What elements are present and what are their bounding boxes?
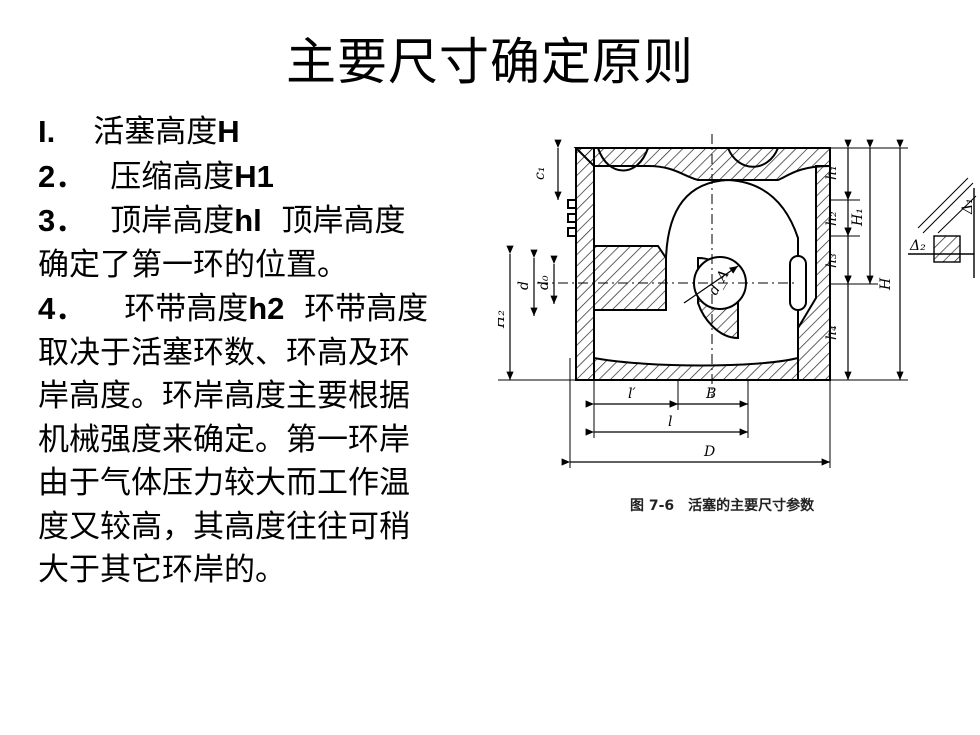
item-continuation: 取决于活塞环数、环高及环 xyxy=(38,334,410,371)
item-text: 压缩高度 xyxy=(110,158,235,195)
label-l-prime: l′ xyxy=(628,386,636,402)
figure-caption-text: 活塞的主要尺寸参数 xyxy=(688,498,815,514)
item-symbol: H1 xyxy=(234,158,274,194)
item-text: 环带高度 xyxy=(124,291,249,327)
label-delta1: Δ₁ xyxy=(960,198,976,215)
item-text-after: 环带高度 xyxy=(304,291,429,327)
dimension-lines xyxy=(506,139,904,466)
label-H2: H₂ xyxy=(498,310,508,329)
top-arches xyxy=(597,147,779,172)
label-h4: h₄ xyxy=(824,325,840,340)
label-c1: c₁ xyxy=(532,167,548,180)
item-continuation: 度又较高，其高度往往可稍 xyxy=(38,508,410,545)
piston-body xyxy=(567,147,831,381)
item-number: 4． xyxy=(38,291,87,326)
left-wall xyxy=(575,147,667,381)
item-3: 3．顶岸高度hl 顶岸高度 xyxy=(38,199,508,244)
piston-diagram: c₁ h₁ h₂ H₁ h₃ H h₄ H₂ d d₀ d_A l′ B l D… xyxy=(498,134,977,468)
crown xyxy=(573,147,831,181)
extension-lines xyxy=(498,147,908,468)
item-number: 3． xyxy=(38,203,87,238)
item-continuation: 确定了第一环的位置。 xyxy=(38,246,348,283)
item-number: I. xyxy=(38,114,56,149)
figure-number: 图 7-6 xyxy=(630,498,675,514)
item-continuation: 岸高度。环岸高度主要根据 xyxy=(38,378,410,414)
item-symbol: H xyxy=(217,114,240,149)
figure-caption: 图 7-6 活塞的主要尺寸参数 xyxy=(630,495,814,515)
ring-grooves xyxy=(567,199,576,237)
item-symbol: hl xyxy=(234,203,262,238)
item-1: I. 活塞高度H xyxy=(38,110,508,155)
label-d: d xyxy=(516,281,532,290)
label-B: B xyxy=(705,386,716,402)
label-D: D xyxy=(703,444,715,460)
label-h1: h₁ xyxy=(824,165,840,180)
label-H: H xyxy=(878,277,894,291)
skirt-bottom xyxy=(593,356,799,381)
label-l: l xyxy=(668,414,672,430)
label-d0: d₀ xyxy=(536,275,552,290)
item-continuation: 大于其它环岸的。 xyxy=(38,552,286,588)
page-title: 主要尺寸确定原则 xyxy=(286,33,694,91)
ring-detail-inset xyxy=(908,177,977,278)
item-number: 2． xyxy=(38,158,87,194)
item-text: 活塞高度 xyxy=(93,114,218,150)
item-symbol: h2 xyxy=(248,291,285,326)
label-H1: H₁ xyxy=(850,208,866,227)
item-text-after: 顶岸高度 xyxy=(281,203,406,239)
item-continuation: 由于气体压力较大而工作温 xyxy=(38,465,410,501)
label-delta2: Δ₂ xyxy=(909,238,926,254)
item-2: 2． 压缩高度H1 xyxy=(38,155,508,200)
item-continuation: 机械强度来确定。第一环岸 xyxy=(38,421,410,458)
label-h2: h₂ xyxy=(824,211,840,226)
oil-slot xyxy=(789,255,807,311)
item-4: 4．环带高度h2 环带高度 xyxy=(38,287,508,332)
label-h3: h₃ xyxy=(824,253,840,268)
inner-dome xyxy=(665,178,799,328)
body-text: I.活塞高度H 2．压缩高度H1 3．顶岸高度hl 顶岸高度 确定了第一环的位置… xyxy=(38,110,508,593)
item-text: 顶岸高度 xyxy=(110,203,235,239)
